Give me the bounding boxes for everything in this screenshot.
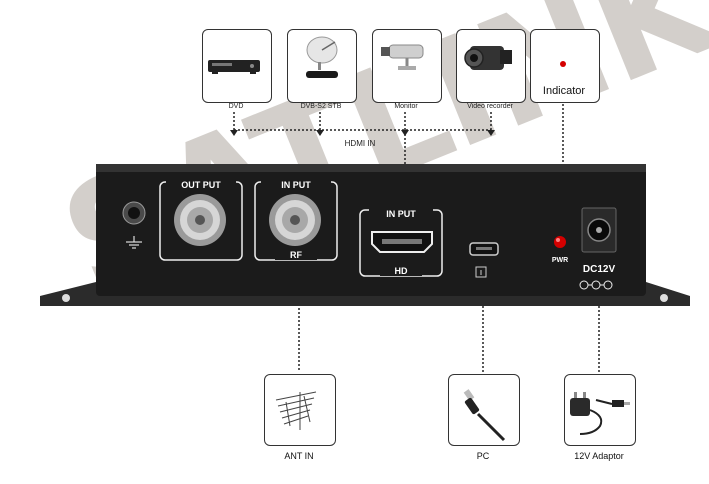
output-label: OUT PUT [166,180,236,190]
adaptor-label: 12V Adaptor [574,451,624,461]
rf-label: RF [275,250,317,260]
hdmi-input-label: IN PUT [369,209,433,219]
video-recorder-device-box [456,29,526,103]
indicator-label: Indicator [542,85,586,97]
antenna-icon [275,391,317,430]
rf-input-connector[interactable] [269,194,321,246]
pc-label: PC [476,451,490,461]
usb-symbol-icon [475,266,487,278]
dc12v-label: DC12V [582,264,616,275]
dvb-s2-stb-label: DVB-S2 STB [300,103,342,110]
adaptor-device-box [564,374,636,446]
power-adapter-icon [570,392,630,435]
ground-terminal [122,201,146,249]
monitor-label: Monitor [394,103,418,110]
dc-polarity-icon [579,280,613,290]
ant-in-device-box [264,374,336,446]
dvd-device-box [202,29,272,103]
rf-output-connector[interactable] [174,194,226,246]
rf-input-label: IN PUT [261,180,331,190]
power-led [554,236,566,248]
hdmi-input-port[interactable] [371,231,433,253]
pc-device-box [448,374,520,446]
video-recorder-label: Video recorder [467,103,513,110]
dc-power-jack[interactable] [581,207,617,253]
dvd-label: DVD [228,103,244,110]
stb-device-box [287,29,357,103]
micro-usb-port[interactable] [469,242,499,256]
hd-label: HD [380,266,422,276]
pwr-label: PWR [551,257,569,264]
hdmi-in-label: HDMI IN [344,139,376,148]
device-front-panel [96,164,646,296]
ant-in-label: ANT IN [284,451,314,461]
monitor-device-box [372,29,442,103]
usb-cable-icon [463,389,506,442]
